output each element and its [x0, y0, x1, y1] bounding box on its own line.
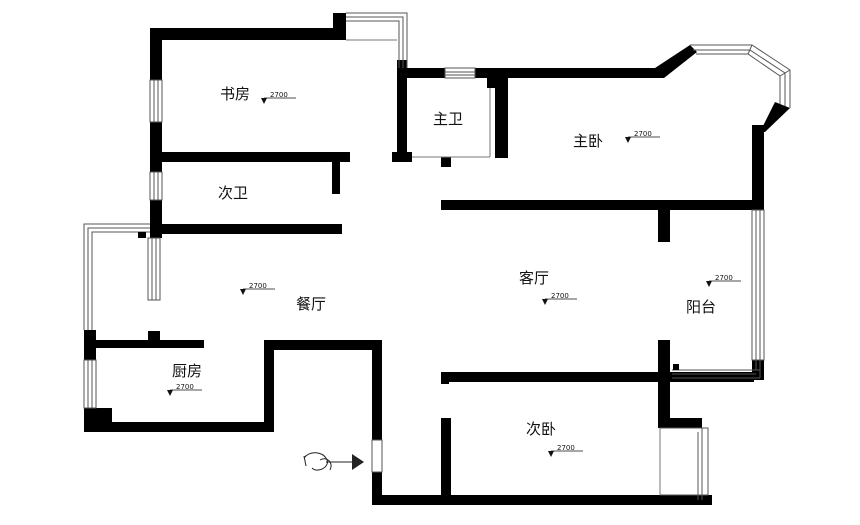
room-label-kitchen: 厨房	[172, 362, 202, 380]
room-label-second-bath: 次卫	[218, 184, 248, 202]
windows	[83, 12, 791, 500]
svg-text:2700: 2700	[270, 91, 288, 99]
level-mark-study: 2700	[261, 91, 296, 104]
svg-text:2700: 2700	[557, 444, 575, 452]
level-mark-kitchen: 2700	[167, 383, 202, 396]
room-label-dining: 餐厅	[296, 295, 326, 313]
level-mark-second-bedroom: 2700	[548, 444, 583, 457]
room-label-study: 书房	[220, 85, 250, 103]
room-label-master-bath: 主卫	[433, 110, 463, 128]
room-label-master-bedroom: 主卧	[573, 132, 603, 150]
svg-text:2700: 2700	[249, 282, 267, 290]
level-mark-dining: 2700	[240, 282, 275, 295]
level-mark-master-bedroom: 2700	[625, 130, 660, 143]
room-label-living: 客厅	[519, 269, 549, 287]
room-labels: 书房 主卫 主卧 次卫 餐厅 客厅 阳台 厨房 次卧	[172, 85, 716, 438]
level-mark-balcony: 2700	[706, 274, 741, 287]
svg-text:2700: 2700	[176, 383, 194, 391]
walls	[84, 13, 790, 505]
room-label-second-bedroom: 次卧	[526, 420, 556, 438]
svg-text:2700: 2700	[551, 292, 569, 300]
svg-text:2700: 2700	[715, 274, 733, 282]
level-marks: 2700 2700 2700 2700 2700 2700	[167, 91, 741, 457]
entrance-arrow-icon	[303, 452, 364, 471]
level-mark-living: 2700	[542, 292, 577, 305]
room-label-balcony: 阳台	[686, 298, 716, 316]
svg-text:2700: 2700	[634, 130, 652, 138]
